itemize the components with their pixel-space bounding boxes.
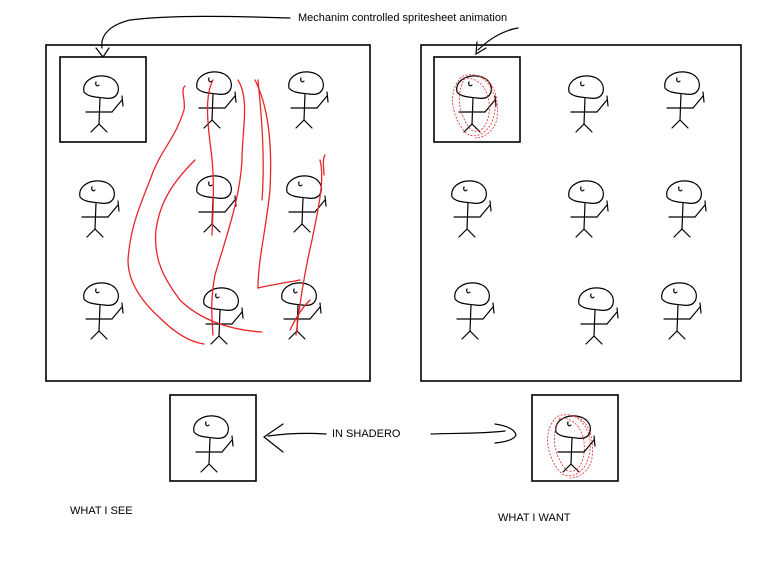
right-result-stick-figure-icon [555, 415, 596, 473]
left-sheet-stick-figure-icon [286, 175, 327, 233]
right-result-box [531, 394, 619, 482]
left-sheet-stick-figure-icon [83, 282, 124, 340]
right-spritesheet-box [420, 44, 742, 382]
caption-what-i-want: WHAT I WANT [498, 512, 571, 524]
left-sheet-stick-figure-icon [288, 71, 329, 129]
right-sheet-stick-figure-icon [568, 180, 609, 238]
arrows [95, 15, 519, 453]
left-result-stick-figure-icon [193, 415, 234, 473]
red-scribbles [127, 79, 326, 345]
arrow-to-right-result-head-icon [494, 423, 517, 444]
right-sheet-stick-figure-icon [451, 180, 492, 238]
right-sheet-stick-figure-icon [454, 282, 495, 340]
right-sheet-stick-figure-icon [664, 71, 705, 129]
top-arrow-right-head-icon [475, 41, 487, 56]
right-sheet-stick-figure-icon [568, 75, 609, 133]
left-result-box [169, 394, 257, 482]
arrow-to-left-result-head-icon [262, 423, 284, 453]
arrow-to-right-result-icon [430, 430, 506, 435]
left-spritesheet-box [45, 44, 371, 382]
annotation-in-shadero: IN SHADERO [332, 428, 401, 440]
right-sheet-stick-figure-icon [578, 287, 619, 345]
annotation-mechanim: Mechanim controlled spritesheet animatio… [298, 12, 508, 24]
right-sheet-stick-figure-icon [666, 180, 707, 238]
left-first-frame-box [59, 56, 147, 143]
right-first-frame-red-overlay [452, 74, 498, 139]
right-sheet-stick-figure-icon [661, 282, 702, 340]
arrow-to-left-result-icon [267, 432, 327, 437]
top-arrow-left-head-icon [95, 47, 110, 59]
right-sheet-stick-figure-icon [456, 75, 497, 133]
caption-what-i-see: WHAT I SEE [70, 505, 133, 517]
left-sheet-stick-figure-icon [196, 71, 237, 129]
left-sheet-stick-figure-icon [203, 287, 244, 345]
right-result-red-overlay [547, 414, 593, 479]
top-arrow-right-icon [477, 27, 519, 51]
left-sheet-stick-figure-icon [83, 75, 124, 133]
top-arrow-left-icon [101, 15, 291, 49]
right-first-frame-box [433, 56, 521, 143]
left-sheet-stick-figure-icon [79, 180, 120, 238]
